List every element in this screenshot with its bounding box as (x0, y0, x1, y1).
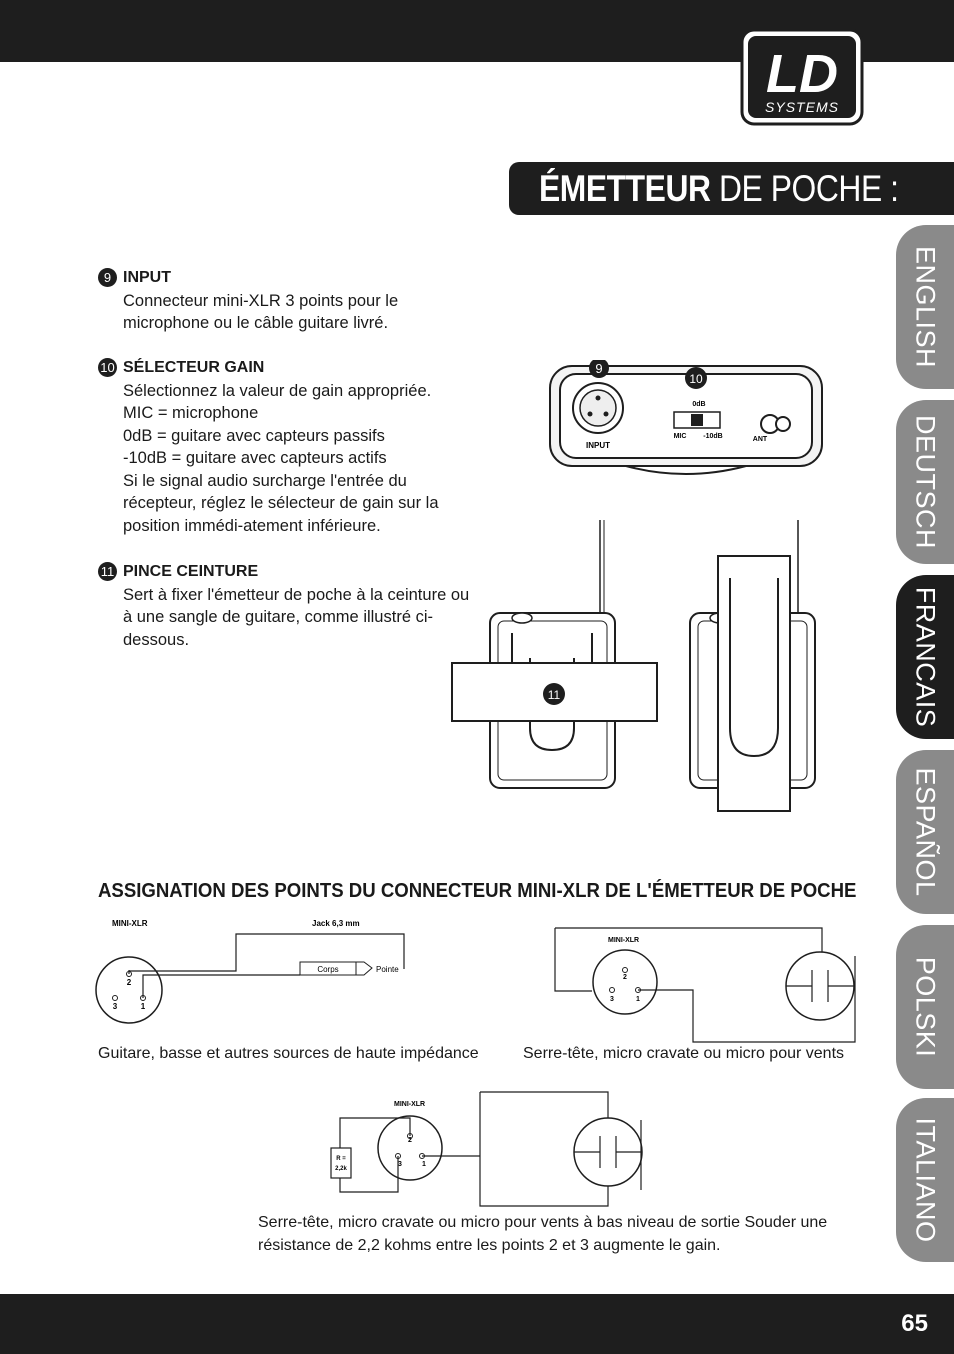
page-number: 65 (901, 1310, 928, 1337)
mini-xlr-label: MINI-XLR (608, 937, 639, 944)
ant-label: ANT (753, 436, 768, 443)
diagram2-caption: Serre-tête, micro cravate ou micro pour … (523, 1045, 845, 1062)
input-label: INPUT (586, 441, 610, 450)
tab-francais[interactable]: FRANCAIS (896, 575, 954, 739)
pin-3: 3 (113, 1002, 118, 1011)
transmitter-belt-clip-view: 11 (451, 520, 816, 812)
diagram3-caption: Serre-tête, micro cravate ou micro pour … (258, 1214, 828, 1254)
item-text: Sert à fixer l'émetteur de poche à la ce… (123, 585, 470, 649)
tab-espanol[interactable]: ESPAÑOL (896, 750, 954, 914)
page-title: ÉMETTEUR DE POCHE : (539, 168, 899, 209)
tab-english[interactable]: ENGLISH (896, 225, 954, 389)
item-gain-selector: 10 SÉLECTEUR GAIN Sélectionnez la valeur… (98, 357, 478, 537)
pin-1: 1 (141, 1002, 146, 1011)
pin-3: 3 (610, 996, 614, 1003)
item-text: Connecteur mini-XLR 3 points pour le mic… (123, 291, 399, 333)
jack-label: Jack 6,3 mm (312, 919, 360, 928)
resistor-label: R = (336, 1156, 346, 1162)
tab-polski[interactable]: POLSKI (896, 925, 954, 1089)
ld-systems-logo: LD SYSTEMS (740, 28, 864, 126)
guitar-strap-icon (717, 555, 791, 812)
callout-11-badge (543, 683, 565, 705)
callout-10-badge (685, 367, 707, 389)
resistor-value: 2,2k (335, 1166, 347, 1172)
corps-label: Corps (317, 965, 338, 974)
pointe-label: Pointe (376, 965, 399, 974)
diagram-guitar-wiring: MINI-XLR Jack 6,3 mm 2 3 1 Corps Pointe (95, 919, 405, 1024)
item-number: 9 (98, 268, 117, 287)
logo-main: LD (766, 44, 838, 104)
page-title-bar: ÉMETTEUR DE POCHE : (509, 162, 954, 215)
tab-italiano[interactable]: ITALIANO (896, 1098, 954, 1262)
pin-2: 2 (623, 974, 627, 981)
diagram-headset-wiring: MINI-XLR 2 3 1 (554, 927, 856, 1043)
item-heading: PINCE CEINTURE (123, 563, 259, 580)
transmitter-top-view: INPUT 0dB MIC -10dB ANT 9 10 (549, 360, 823, 475)
item-heading: SÉLECTEUR GAIN (123, 359, 265, 376)
mini-xlr-label: MINI-XLR (112, 919, 148, 928)
mic-label: MIC (674, 433, 687, 440)
callout-9: 9 (595, 361, 602, 376)
item-belt-clip: 11 PINCE CEINTURE Sert à fixer l'émetteu… (98, 561, 478, 651)
item-number: 10 (98, 358, 117, 377)
callout-10: 10 (689, 372, 703, 386)
callout-11: 11 (548, 688, 561, 702)
zero-db-label: 0dB (692, 401, 705, 408)
item-number: 11 (98, 562, 117, 581)
mini-xlr-label: MINI-XLR (394, 1101, 425, 1108)
bottom-bar (0, 1294, 954, 1354)
diagram-low-output-wiring: MINI-XLR 2 3 1 R = 2,2k (330, 1091, 643, 1207)
item-text: Sélectionnez la valeur de gain approprié… (123, 381, 439, 535)
pin-2: 2 (127, 978, 132, 987)
tab-deutsch[interactable]: DEUTSCH (896, 400, 954, 564)
pin-3: 3 (398, 1161, 402, 1168)
callout-9-badge (589, 360, 609, 378)
item-heading: INPUT (123, 269, 171, 286)
item-input: 9 INPUT Connecteur mini-XLR 3 points pou… (98, 267, 478, 335)
resistor-icon (330, 1147, 352, 1179)
logo-sub: SYSTEMS (765, 99, 839, 115)
pin-1: 1 (422, 1161, 426, 1168)
diagram1-caption: Guitare, basse et autres sources de haut… (98, 1045, 479, 1062)
pin-assignment-title: ASSIGNATION DES POINTS DU CONNECTEUR MIN… (98, 880, 857, 902)
pin-1: 1 (636, 996, 640, 1003)
minus10db-label: -10dB (703, 433, 722, 440)
pin-2: 2 (408, 1137, 412, 1144)
